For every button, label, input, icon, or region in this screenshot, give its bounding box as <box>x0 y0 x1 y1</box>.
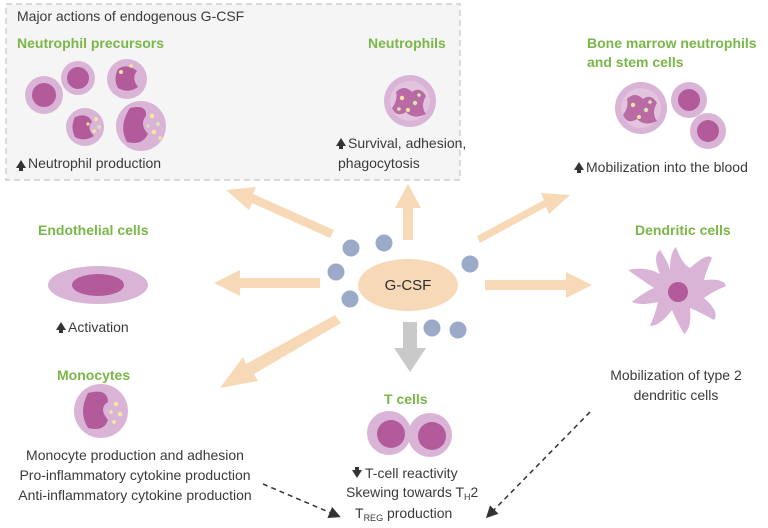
tcells-caption-line1: T-cell reactivity <box>365 465 458 481</box>
monocytes-caption-line2: Pro-inflammatory cytokine production <box>19 467 251 483</box>
up-arrow-icon <box>16 160 26 171</box>
endothelial-title: Endothelial cells <box>38 222 149 238</box>
gcsf-molecule <box>461 255 479 273</box>
monocytes-caption-line1: Monocyte production and adhesion <box>26 447 244 463</box>
arrow-to-dendritic <box>485 272 592 298</box>
endothelial-caption: Activation <box>68 319 129 335</box>
neutrophil-precursor-cells <box>25 59 166 151</box>
gcsf-molecule <box>342 239 360 257</box>
arrow-to-monocytes <box>220 315 341 388</box>
neutrophil-precursors-caption: Neutrophil production <box>28 155 162 171</box>
arrow-to-neutrophils <box>395 184 421 240</box>
down-arrow-icon <box>352 467 362 478</box>
bone-marrow-cells <box>615 82 726 149</box>
bone-marrow-title-line1: Bone marrow neutrophils <box>587 35 757 51</box>
up-arrow-icon <box>336 138 346 149</box>
tcells-caption-line3: TREG production <box>355 505 453 523</box>
gcsf-molecule <box>327 263 345 281</box>
neutrophil-cell <box>384 75 436 127</box>
gcsf-molecule <box>449 321 467 339</box>
up-arrow-icon <box>574 162 584 173</box>
gcsf-molecule <box>423 319 441 337</box>
dashed-arrow-dendritic <box>485 411 591 519</box>
arrow-to-endothelial <box>214 270 320 296</box>
dendritic-title: Dendritic cells <box>635 222 731 238</box>
arrow-to-bone-marrow <box>477 193 570 243</box>
bone-marrow-caption: Mobilization into the blood <box>586 159 748 175</box>
gcsf-ellipse <box>358 259 458 311</box>
arrow-to-neutrophil-precursors <box>226 187 334 238</box>
bone-marrow-title-line2: and stem cells <box>587 54 684 70</box>
box-title: Major actions of endogenous G-CSF <box>17 8 245 24</box>
arrow-to-tcells <box>394 322 426 372</box>
up-arrow-icon <box>56 322 66 333</box>
gcsf-label: G-CSF <box>384 277 432 294</box>
dashed-arrow-monocytes <box>262 483 341 518</box>
tcells-caption-line2: Skewing towards TH2 <box>346 484 479 502</box>
endothelial-cell <box>48 266 148 304</box>
neutrophils-title: Neutrophils <box>368 35 446 51</box>
neutrophils-caption-line2: phagocytosis <box>338 155 420 171</box>
t-cells <box>367 411 452 457</box>
neutrophils-caption-line1: Survival, adhesion, <box>348 135 467 151</box>
monocytes-caption-line3: Anti-inflammatory cytokine production <box>18 487 252 503</box>
neutrophil-precursors-title: Neutrophil precursors <box>17 35 165 51</box>
monocytes-title: Monocytes <box>57 367 131 383</box>
dendritic-cell <box>628 247 726 334</box>
monocyte-cell <box>74 384 128 438</box>
gcsf-molecule <box>341 290 359 308</box>
dendritic-caption-line1: Mobilization of type 2 <box>610 367 742 383</box>
gcsf-molecule <box>375 234 393 252</box>
dendritic-caption-line2: dendritic cells <box>633 387 719 403</box>
tcells-title: T cells <box>384 391 428 407</box>
